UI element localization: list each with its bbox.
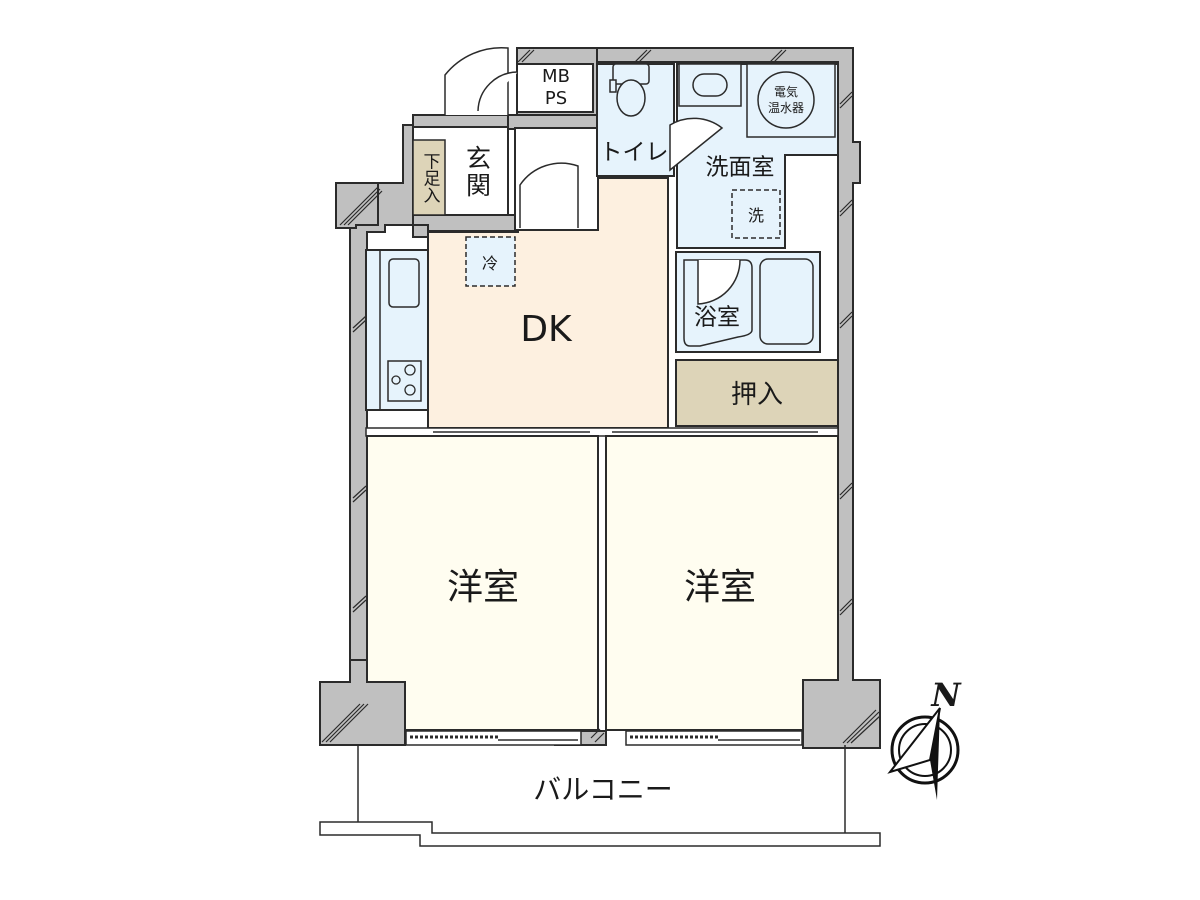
refrigerator-space: [465, 236, 516, 287]
sliding-doors: [365, 427, 839, 437]
refrigerator-label: 冷: [481, 254, 499, 273]
mbps-label-line2: PS: [544, 88, 568, 109]
bathtub-icon: [759, 258, 814, 345]
exterior-walls: [319, 47, 881, 749]
mbps-space: [516, 63, 594, 113]
room-label-western-right: 洋室: [683, 567, 757, 608]
western-room-right-floor: [605, 435, 839, 731]
room-label-dk: DK: [520, 309, 572, 350]
stove-icon: [387, 360, 422, 402]
kitchen-counter: [365, 249, 429, 411]
room-label-toilet: トイレ: [599, 139, 669, 166]
room-label-washroom: 洗面室: [705, 154, 775, 181]
sink-icon: [388, 258, 420, 308]
water-heater-label-line1: 電気: [773, 85, 799, 99]
balcony-windows: [405, 730, 803, 746]
western-room-left-floor: [366, 435, 599, 731]
room-label-entrance: 玄関: [462, 145, 492, 199]
washing-machine-space: [731, 189, 781, 239]
shoe-storage: [412, 139, 446, 216]
wall-hatching: [321, 49, 881, 744]
compass-north-label: N: [931, 676, 961, 714]
compass-icon: [887, 707, 960, 800]
room-label-closet: 押入: [730, 380, 784, 410]
toilet-bowl-icon: [609, 63, 650, 117]
room-label-bathroom: 浴室: [694, 304, 740, 331]
room-label-western-left: 洋室: [446, 567, 520, 608]
washing-machine-label: 洗: [747, 206, 765, 225]
room-label-balcony: バルコニー: [533, 773, 673, 806]
water-heater-label-line2: 温水器: [767, 101, 805, 115]
closet-floor: [675, 359, 839, 427]
balcony: [319, 745, 881, 847]
room-label-shoe-storage: 下足入: [419, 152, 440, 204]
mbps-label-line1: MB: [542, 66, 570, 87]
water-heater-icon: [757, 71, 815, 129]
door-swings: [444, 46, 741, 305]
